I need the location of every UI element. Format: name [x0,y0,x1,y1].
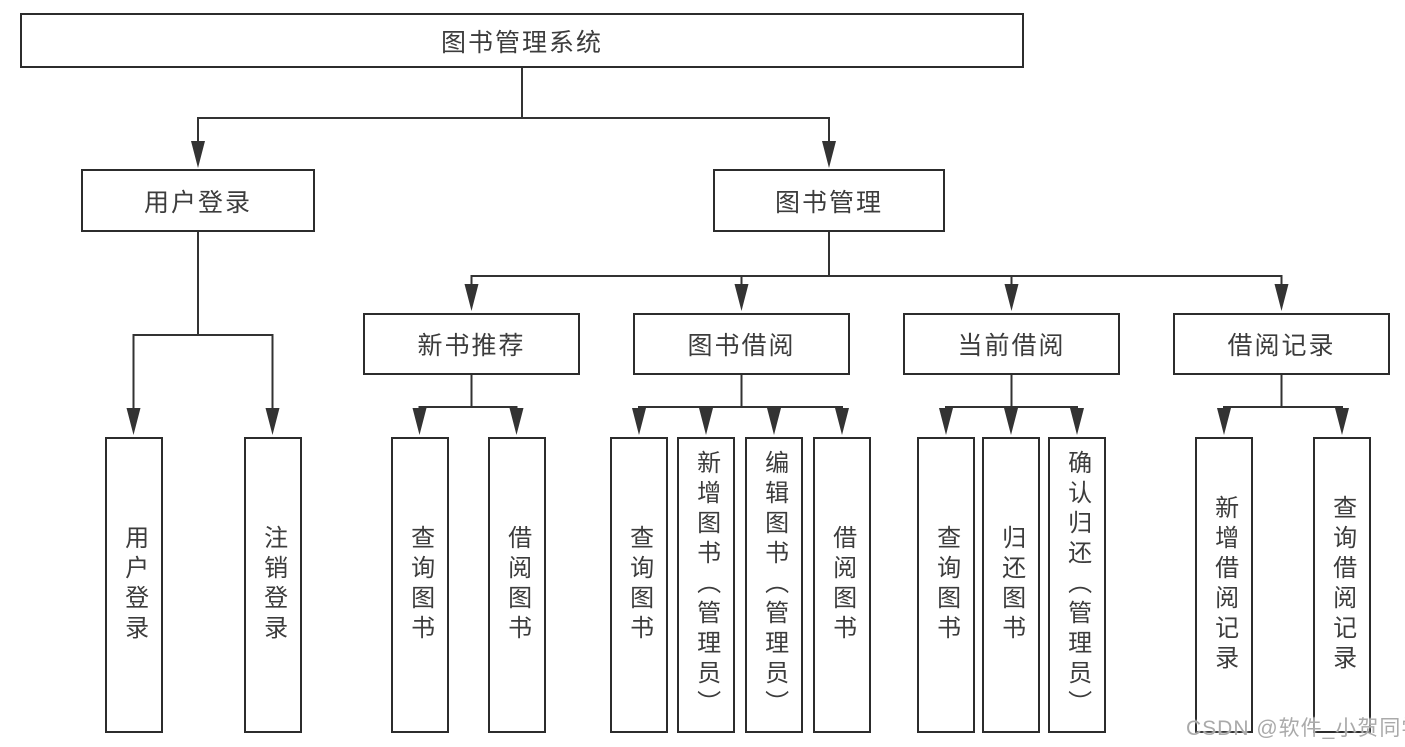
leaf-user-login-label: 用户登录 [120,525,148,645]
node-new-book-recommend-label: 新书推荐 [417,332,526,360]
leaf-bookborrow-borrow-label: 借阅图书 [828,525,856,645]
node-book-borrow: 图书借阅 [633,313,850,375]
leaf-currentborrow-return-label: 归还图书 [997,525,1025,645]
leaf-records-query-label: 查询借阅记录 [1328,495,1356,675]
leaf-newbooks-borrow-label: 借阅图书 [503,525,531,645]
connector-newbooks-to-leaves [418,374,518,431]
leaf-currentborrow-query-label: 查询图书 [932,525,960,645]
node-new-book-recommend: 新书推荐 [363,313,580,375]
csdn-watermark: CSDN @软件_小贺同学 [1186,717,1405,740]
connector-borrowrecords-to-leaves [1223,374,1343,431]
leaf-bookborrow-query-label: 查询图书 [625,525,653,645]
leaf-records-add-label: 新增借阅记录 [1210,495,1238,675]
leaf-newbooks-query: 查询图书 [391,437,449,733]
leaf-currentborrow-query: 查询图书 [917,437,975,733]
node-root: 图书管理系统 [20,13,1024,68]
node-book-borrow-label: 图书借阅 [687,332,796,360]
leaf-bookborrow-add-admin-label: 新增图书（管理员） [692,450,720,720]
leaf-bookborrow-add-admin: 新增图书（管理员） [677,437,735,733]
leaf-newbooks-query-label: 查询图书 [406,525,434,645]
connector-root-to-level2 [197,67,830,163]
node-user-login-label: 用户登录 [143,188,252,217]
leaf-currentborrow-confirm-admin-label: 确认归还（管理员） [1063,450,1091,720]
leaf-records-add: 新增借阅记录 [1195,437,1253,733]
leaf-bookborrow-query: 查询图书 [610,437,668,733]
leaf-bookborrow-edit-admin: 编辑图书（管理员） [745,437,803,733]
node-current-borrow: 当前借阅 [903,313,1120,375]
node-borrow-records: 借阅记录 [1173,313,1390,375]
node-book-management-label: 图书管理 [774,188,883,217]
node-root-label: 图书管理系统 [440,28,603,57]
connector-bookmgmt-to-level3 [470,231,1283,307]
leaf-currentborrow-return: 归还图书 [982,437,1040,733]
leaf-logout-label: 注销登录 [259,525,287,645]
node-borrow-records-label: 借阅记录 [1227,332,1336,360]
leaf-bookborrow-edit-admin-label: 编辑图书（管理员） [760,450,788,720]
leaf-newbooks-borrow: 借阅图书 [488,437,546,733]
leaf-logout: 注销登录 [244,437,302,733]
leaf-currentborrow-confirm-admin: 确认归还（管理员） [1048,437,1106,733]
node-current-borrow-label: 当前借阅 [957,332,1066,360]
leaf-user-login: 用户登录 [105,437,163,733]
connector-bookborrow-to-leaves [638,374,843,431]
node-book-management: 图书管理 [713,169,945,232]
connector-userlogin-to-leaves [132,231,274,431]
leaf-bookborrow-borrow: 借阅图书 [813,437,871,733]
node-user-login: 用户登录 [81,169,315,232]
arrowhead-icons [126,141,1349,435]
leaf-records-query: 查询借阅记录 [1313,437,1371,733]
